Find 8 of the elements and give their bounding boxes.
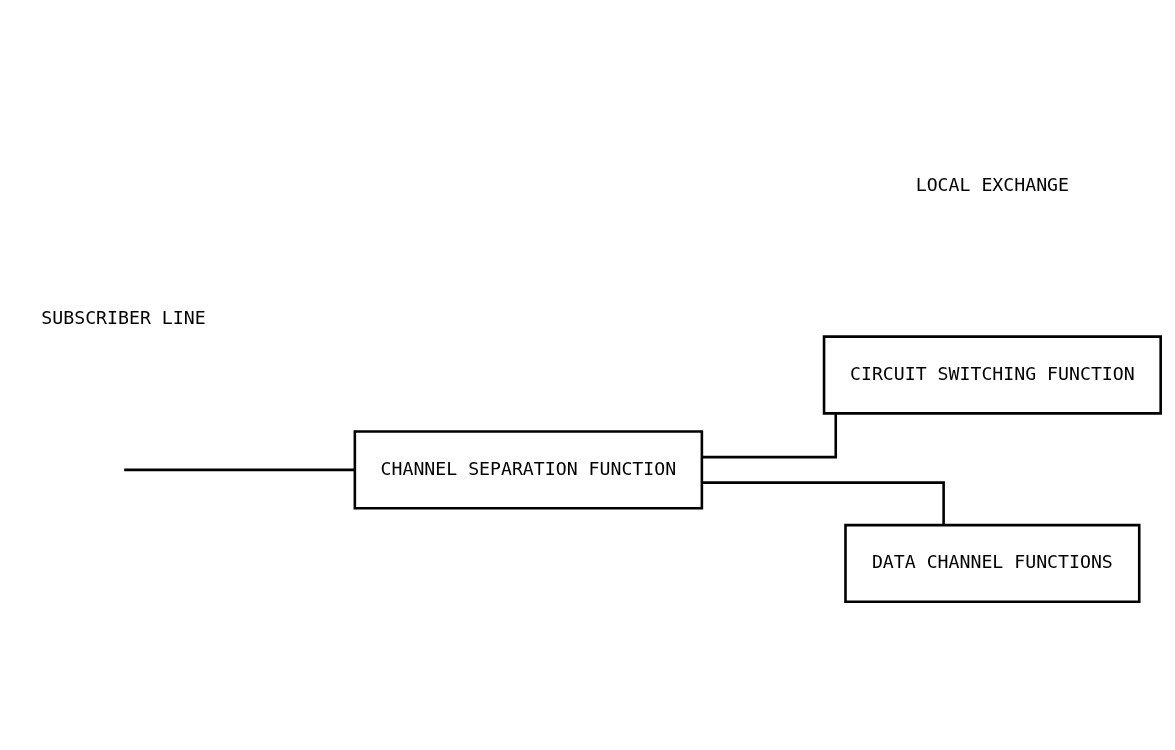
connector [124, 468, 355, 472]
label: SUBSCRIBER LINE [41, 306, 206, 328]
label: LOCAL EXCHANGE [915, 174, 1070, 196]
connector [702, 413, 838, 459]
connector [702, 481, 945, 525]
node-box: CHANNEL SEPARATION FUNCTION [353, 430, 704, 510]
node-box: DATA CHANNEL FUNCTIONS [844, 523, 1141, 604]
node-box: CIRCUIT SWITCHING FUNCTION [822, 335, 1162, 415]
